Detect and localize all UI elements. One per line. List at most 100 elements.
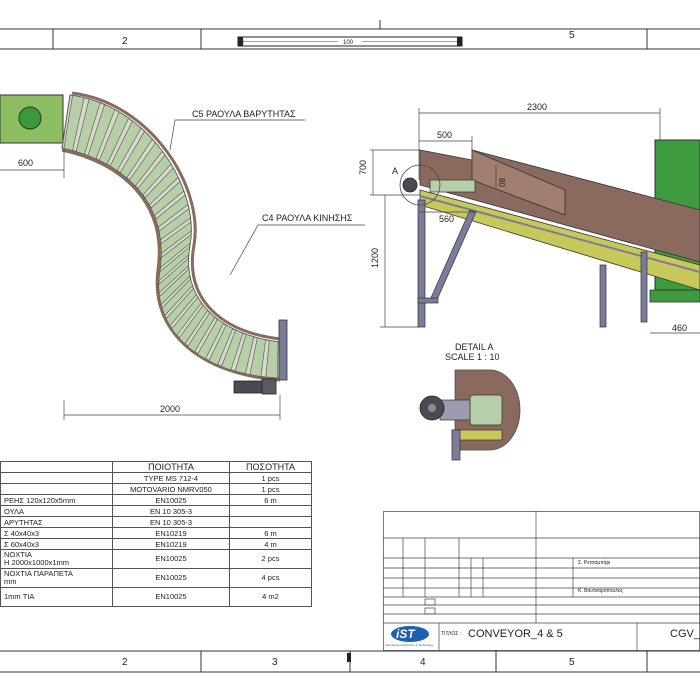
bom-cell-desc	[0, 472, 113, 484]
roller	[265, 340, 279, 379]
bom-cell-quality: MOTOVARIO NMRV050	[112, 483, 230, 495]
detail-title: DETAIL A	[455, 342, 494, 352]
inner-guard-rail	[61, 148, 281, 382]
bom-cell-quality: EN 10 305-3	[112, 516, 230, 528]
dim-1200: 1200	[370, 248, 380, 268]
dim-500: 500	[437, 130, 452, 140]
dim-700: 700	[358, 160, 368, 175]
detail-circle-a	[399, 164, 441, 206]
bom-cell-quality: EN10219	[112, 527, 230, 539]
roller	[171, 296, 202, 336]
roller-set	[63, 94, 279, 379]
title-label: ΤΙΤΛΟΣ :	[441, 631, 462, 637]
roller	[197, 318, 224, 360]
roller	[234, 333, 255, 375]
bom-header-quality: ΠΟΙΟΤΗΤΑ	[112, 461, 230, 473]
bom-cell-quality: EN10025	[112, 568, 230, 588]
roller	[144, 167, 179, 206]
bom-cell-qty	[229, 516, 312, 528]
dim-length-2300: 2300	[527, 102, 547, 112]
inlet-roller	[429, 179, 476, 193]
roller	[161, 278, 193, 317]
zone-label-bottom-2: 2	[122, 657, 128, 668]
roller	[129, 142, 163, 187]
bom-cell-desc: ΡΕΗΣ 120x120x5mm	[0, 494, 113, 506]
bom-cell-qty: 4 m2	[229, 587, 312, 607]
side-view-dimensions	[370, 108, 700, 334]
bom-cell-quality: EN10025	[112, 494, 230, 506]
dim-width-2000: 2000	[160, 404, 180, 414]
top-view-dimensions	[0, 119, 365, 420]
roller	[208, 324, 234, 366]
roller	[75, 98, 101, 155]
bom-cell-desc: 1mm ΤΙΑ	[0, 587, 113, 607]
roller	[63, 94, 85, 151]
sheet-border	[0, 20, 700, 673]
roller	[249, 337, 266, 377]
logo-text: iST	[396, 627, 415, 641]
detail-marker-a: A	[392, 166, 398, 176]
dim-inlet-600: 600	[18, 158, 33, 168]
drawing-number: CGV_	[670, 628, 700, 640]
dim-560: 560	[439, 214, 454, 224]
drawn-by-name: Σ. Ρετσαμπάρι	[578, 560, 611, 566]
roller	[158, 208, 191, 241]
dim-460: 460	[672, 323, 687, 333]
bom-cell-desc: ΑΡΥΤΗΤΑΣ	[0, 516, 113, 528]
bom-cell-qty: 4 pcs	[229, 568, 312, 588]
roller	[119, 130, 153, 179]
bom-cell-qty	[229, 505, 312, 517]
roller	[221, 329, 244, 371]
bom-cell-quality: EN10025	[112, 549, 230, 569]
drive-end-unit	[402, 177, 418, 193]
bom-header-desc	[0, 461, 113, 473]
bom-cell-qty: 6 m	[229, 494, 312, 506]
bom-cell-qty: 4 m	[229, 538, 312, 550]
side-guard-panel-front	[471, 149, 566, 216]
center-mark-bottom	[347, 653, 351, 662]
bom-cell-desc: Σ 60x40x3	[0, 538, 113, 550]
bom-cell-desc: ΝΟΧΤΙΑ ΠΑΡΑΠΕΤΑ mm	[0, 568, 113, 588]
roller	[178, 304, 209, 345]
roller	[155, 194, 189, 228]
roller	[159, 234, 192, 269]
bom-cell-desc: ΟΥΛΑ	[0, 505, 113, 517]
callout-c5: C5 ΡΑΟΥΛΑ ΒΑΡΥΤΗΤΑΣ	[192, 109, 296, 119]
drive-motor	[233, 380, 265, 394]
zone-label-bottom-5: 5	[569, 657, 575, 668]
detail-a-view	[419, 369, 521, 461]
bom-cell-desc: Σ 40x40x3	[0, 527, 113, 539]
outer-guard-rail	[71, 91, 281, 341]
dim-80: 80	[497, 178, 506, 187]
company-logo: iST International Solutions & Technology	[385, 625, 437, 649]
bom-cell-desc	[0, 483, 113, 495]
roller	[158, 246, 191, 282]
hopper-foot	[649, 289, 700, 303]
roller	[109, 120, 142, 172]
title-block-grid	[383, 511, 700, 651]
callout-c4: C4 ΡΑΟΥΛΑ ΚΙΝΗΣΗΣ	[262, 213, 353, 223]
bom-cell-qty: 1 pcs	[229, 483, 312, 495]
scale-bar-label: 100	[343, 40, 354, 46]
roller	[165, 287, 197, 327]
roller	[150, 180, 185, 217]
zone-label-top-2: 2	[122, 36, 128, 47]
bom-cell-quality: EN10219	[112, 538, 230, 550]
zone-label-bottom-3: 3	[272, 657, 278, 668]
roller	[159, 268, 191, 306]
roller	[137, 154, 172, 196]
bom-cell-qty: 1 pcs	[229, 472, 312, 484]
bom-cell-quality: EN 10 305-3	[112, 505, 230, 517]
bom-header-qty: ΠΟΣΟΤΗΤΑ	[229, 461, 312, 473]
